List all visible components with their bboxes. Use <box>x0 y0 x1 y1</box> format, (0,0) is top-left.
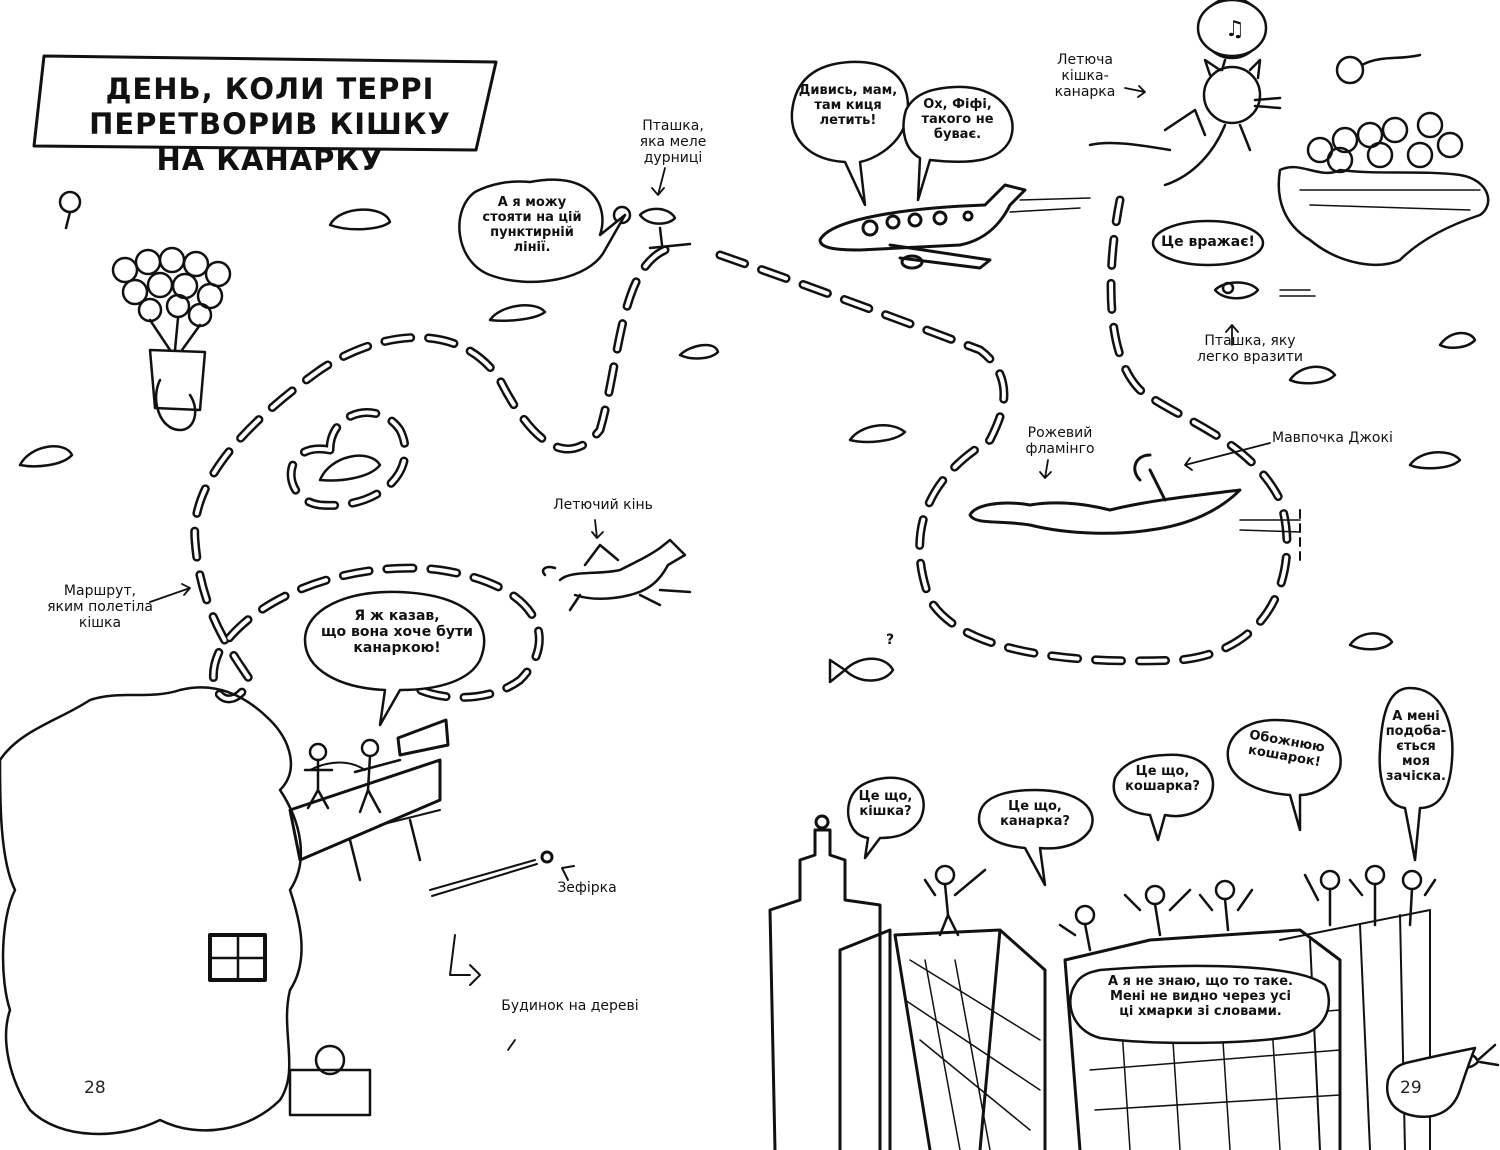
impressed-bird-icon <box>1213 281 1316 346</box>
airplane-icon <box>818 183 1091 270</box>
music-note-icon: ♫ <box>1225 17 1245 42</box>
speech-treehouse-kid: Я ж казав, що вона хоче бути канаркою! <box>321 608 473 657</box>
label-treehouse: Будинок на дереві <box>501 998 639 1014</box>
loose-balloon-icon <box>58 190 82 230</box>
bubble-roof3 <box>1112 753 1215 842</box>
title-box <box>32 54 498 152</box>
label-flying-cat: Летюча кішка- канарка <box>1054 52 1116 101</box>
marshmallow-icon <box>429 850 575 897</box>
talking-bird-icon <box>612 205 692 250</box>
tree-foliage <box>0 686 481 1136</box>
label-impressed-bird: Пташка, яку легко вразити <box>1197 333 1303 366</box>
bubble-bird <box>458 178 627 284</box>
speech-impressed-bird: Це вражає! <box>1161 234 1255 250</box>
label-marshmallow: Зефірка <box>557 880 617 896</box>
speech-roof-3: Це що, кошарка? <box>1125 764 1200 794</box>
bubble-impressed <box>1151 219 1265 267</box>
bubble-roof5 <box>1378 686 1454 862</box>
speech-roof-1: Це що, кішка? <box>858 789 913 819</box>
label-arrows <box>149 85 1271 1051</box>
label-flamingo: Рожевий фламінго <box>1025 425 1095 458</box>
bubble-child <box>790 60 910 207</box>
speech-roof-2: Це що, канарка? <box>1000 799 1070 829</box>
bubble-treehouse <box>303 590 486 727</box>
fish-icon <box>828 657 895 684</box>
page-number-left: 28 <box>84 1078 106 1098</box>
speech-roof-6: А я не знаю, що то таке. Мені не видно ч… <box>1108 974 1293 1019</box>
label-route: Маршрут, яким полетіла кішка <box>47 583 153 632</box>
bubble-roof1 <box>846 776 925 860</box>
fish-question-mark: ? <box>885 632 895 648</box>
label-bird-nonsense: Пташка, яка меле дурниці <box>639 118 707 167</box>
speech-plane-mom: Ох, Фіфі, такого не буває. <box>921 97 994 142</box>
speech-roof-5: А мені подоба- ється моя зачіска. <box>1385 709 1447 784</box>
cloud-doodles <box>18 208 1477 651</box>
speech-bird-line: А я можу стояти на цій пунктирній лінії. <box>482 195 582 255</box>
label-monkey: Мавпочка Джокі <box>1272 430 1393 446</box>
balloon-bunch-icon <box>111 246 232 432</box>
bubble-mom <box>902 85 1014 202</box>
bubble-cat-song <box>1196 0 1268 58</box>
bubble-roof2 <box>977 788 1094 887</box>
page-title: День, коли Террі перетворив кішку на кан… <box>89 72 451 177</box>
bubble-roof4 <box>1226 718 1342 832</box>
kids-with-telescope <box>303 738 402 814</box>
flying-horse-icon <box>541 538 692 612</box>
flamingo-icon <box>968 453 1301 561</box>
speech-bubbles <box>303 0 1477 1118</box>
city-buildings <box>768 814 1431 1150</box>
label-flying-horse: Летючий кінь <box>553 497 653 513</box>
page-number-right: 29 <box>1400 1078 1422 1098</box>
speech-plane-child: Дивись, мам, там киця летить! <box>798 83 898 128</box>
cat-nest-icon <box>1277 53 1490 266</box>
rooftop-people <box>923 864 1437 952</box>
bubble-page-29 <box>1386 1046 1477 1118</box>
bubble-roof6 <box>1069 964 1331 1045</box>
